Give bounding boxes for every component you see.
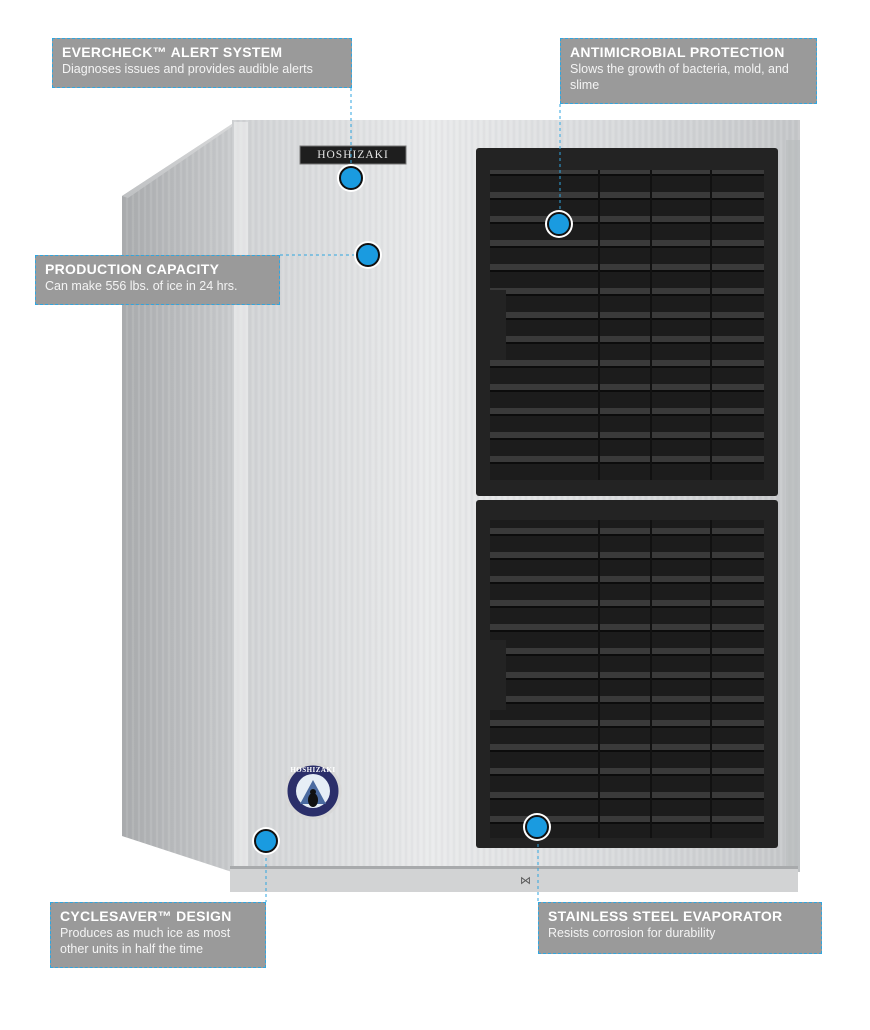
callout-title: CYCLESAVER™ DESIGN [60, 908, 232, 924]
brand-badge-text: HOSHIZAKI [317, 149, 389, 161]
callout-description: Resists corrosion for durability [548, 926, 716, 940]
callout-antimicrobial: ANTIMICROBIAL PROTECTION Slows the growt… [560, 38, 817, 104]
base [230, 866, 798, 892]
hotspot-production-capacity[interactable] [356, 243, 380, 267]
callout-description: Diagnoses issues and provides audible al… [62, 62, 313, 76]
callout-description: Produces as much ice as most other units… [60, 926, 231, 956]
callout-evercheck: EVERCHECK™ ALERT SYSTEM Diagnoses issues… [52, 38, 352, 88]
callout-title: EVERCHECK™ ALERT SYSTEM [62, 44, 283, 60]
callout-title: PRODUCTION CAPACITY [45, 261, 220, 277]
callout-description: Slows the growth of bacteria, mold, and … [570, 62, 789, 92]
callout-title: ANTIMICROBIAL PROTECTION [570, 44, 785, 60]
callout-cyclesaver: CYCLESAVER™ DESIGN Produces as much ice … [50, 902, 266, 968]
callout-description: Can make 556 lbs. of ice in 24 hrs. [45, 279, 238, 293]
callout-title: STAINLESS STEEL EVAPORATOR [548, 908, 783, 924]
callout-production-capacity: PRODUCTION CAPACITY Can make 556 lbs. of… [35, 255, 280, 305]
hotspot-antimicrobial[interactable] [547, 212, 571, 236]
hotspot-evercheck[interactable] [339, 166, 363, 190]
callout-stainless-evaporator: STAINLESS STEEL EVAPORATOR Resists corro… [538, 902, 822, 954]
brand-badge [299, 145, 407, 165]
hotspot-stainless-evaporator[interactable] [525, 815, 549, 839]
brand-seal-text: HOSHIZAKI [290, 766, 336, 774]
svg-text:⋈: ⋈ [520, 875, 531, 887]
hotspot-cyclesaver[interactable] [254, 829, 278, 853]
